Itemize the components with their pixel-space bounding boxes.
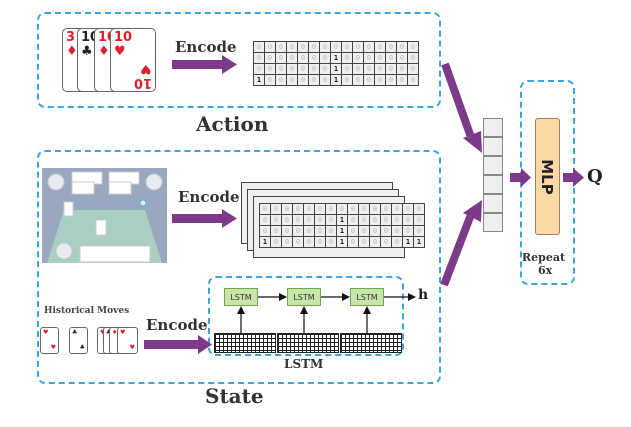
matrix-cell: 0 — [413, 214, 425, 226]
player-avatar-icon — [47, 173, 65, 191]
vector-to-mlp-arrow — [510, 168, 531, 187]
lstm-cell: LSTM — [287, 288, 321, 306]
mlp-block — [535, 118, 560, 235]
action-to-vector-arrow — [441, 62, 482, 153]
lstm-input-grid — [340, 333, 402, 353]
vector-cell — [483, 156, 503, 175]
lstm-container — [208, 276, 404, 356]
vector-cell — [483, 118, 503, 137]
history-card: ♥♥ — [117, 327, 138, 354]
state-encode-label: Encode — [178, 188, 240, 206]
matrix-cell: 0 — [363, 74, 375, 86]
game-screenshot — [42, 168, 167, 263]
matrix-cell: 0 — [270, 236, 282, 248]
lstm-input-grid — [214, 333, 276, 353]
state-container — [37, 150, 441, 384]
repeat-label: Repeat — [522, 251, 566, 264]
vector-cell — [483, 175, 503, 194]
matrix-cell: 0 — [275, 74, 287, 86]
matrix-cell: 1 — [330, 74, 342, 86]
game-table-illustration — [47, 171, 163, 263]
player-avatar-icon — [55, 242, 73, 260]
mlp-to-q-arrow — [563, 168, 584, 187]
played-card — [63, 201, 74, 217]
vector-cell — [483, 213, 503, 232]
repeat-count: 6x — [538, 264, 553, 277]
lstm-cell: LSTM — [350, 288, 384, 306]
history-card: ♣♣ — [69, 327, 88, 354]
matrix-cell: 0 — [407, 74, 419, 86]
player-avatar-icon — [145, 173, 163, 191]
lstm-cell: LSTM — [224, 288, 258, 306]
matrix-cell: 1 — [413, 236, 425, 248]
lstm-output-h: h — [418, 287, 429, 303]
action-container — [37, 12, 441, 108]
history-card: ♥♥ — [40, 327, 59, 354]
matrix-cell: 0 — [407, 41, 419, 53]
lstm-title: LSTM — [284, 357, 324, 371]
action-encode-label: Encode — [175, 38, 237, 56]
opponent-hand — [71, 181, 95, 195]
card-10-hearts: 10 ♥ 10 ♥ — [110, 28, 156, 92]
state-to-vector-arrow — [440, 200, 482, 287]
history-encode-label: Encode — [146, 316, 208, 334]
matrix-cell: 0 — [292, 236, 304, 248]
matrix-cell: 0 — [314, 236, 326, 248]
vector-cell — [483, 194, 503, 213]
q-output: Q — [587, 166, 603, 187]
action-encode-arrow — [172, 55, 237, 74]
historical-moves-label: Historical Moves — [44, 306, 130, 316]
lstm-input-grid — [277, 333, 339, 353]
state-title: State — [205, 384, 264, 408]
history-encode-arrow — [144, 335, 212, 354]
player-hand — [79, 245, 151, 263]
state-encode-arrow — [172, 209, 237, 228]
matrix-cell: 0 — [297, 74, 309, 86]
timer-icon — [139, 199, 147, 207]
opponent-hand — [108, 181, 132, 195]
matrix-cell: 0 — [352, 74, 364, 86]
played-card — [95, 219, 107, 236]
action-title: Action — [196, 112, 269, 136]
lstm-arrows — [237, 293, 416, 333]
vector-cell — [483, 137, 503, 156]
